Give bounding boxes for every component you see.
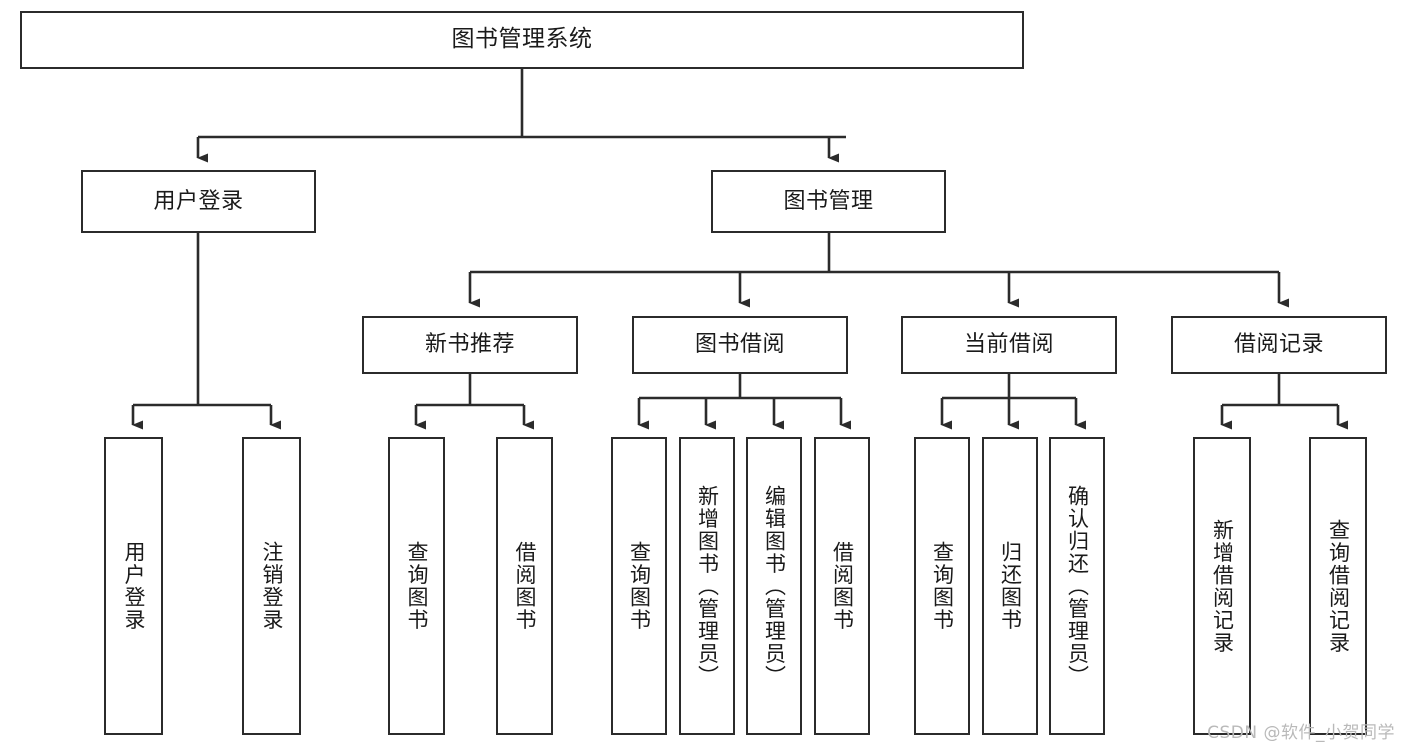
leaf-borrow-add-book-admin[interactable]: 新增图书（管理员） <box>679 437 735 735</box>
leaf-current-query-book[interactable]: 查询图书 <box>914 437 970 735</box>
node-label: 用户登录 <box>122 541 146 631</box>
leaf-user-login-login[interactable]: 用户登录 <box>104 437 163 735</box>
node-label: 新增借阅记录 <box>1210 518 1235 654</box>
node-current-borrow[interactable]: 当前借阅 <box>901 316 1117 374</box>
node-label: 当前借阅 <box>963 332 1054 358</box>
node-label: 查询图书 <box>405 541 429 631</box>
leaf-borrow-edit-book-admin[interactable]: 编辑图书（管理员） <box>746 437 802 735</box>
node-label: 确认归还（管理员） <box>1065 484 1090 688</box>
leaf-current-confirm-return-admin[interactable]: 确认归还（管理员） <box>1049 437 1105 735</box>
node-user-login[interactable]: 用户登录 <box>81 170 316 233</box>
node-label: 图书管理 <box>783 188 874 214</box>
node-label: 借阅图书 <box>830 541 855 631</box>
node-borrow-record[interactable]: 借阅记录 <box>1171 316 1387 374</box>
leaf-borrow-query-book[interactable]: 查询图书 <box>611 437 667 735</box>
node-label: 注销登录 <box>260 541 284 631</box>
node-root-system[interactable]: 图书管理系统 <box>20 11 1024 69</box>
leaf-record-add-record[interactable]: 新增借阅记录 <box>1193 437 1251 735</box>
csdn-watermark: CSDN @软件_小贺同学 <box>1207 723 1395 743</box>
leaf-user-login-logout[interactable]: 注销登录 <box>242 437 301 735</box>
node-label: 图书管理系统 <box>451 26 593 53</box>
node-label: 借阅图书 <box>513 541 537 631</box>
node-label: 编辑图书（管理员） <box>762 484 787 688</box>
node-label: 查询借阅记录 <box>1326 518 1351 654</box>
leaf-borrow-borrow-book[interactable]: 借阅图书 <box>814 437 870 735</box>
node-new-book-recommend[interactable]: 新书推荐 <box>362 316 578 374</box>
node-label: 新书推荐 <box>424 332 515 358</box>
leaf-record-query-record[interactable]: 查询借阅记录 <box>1309 437 1367 735</box>
node-label: 新增图书（管理员） <box>695 484 720 688</box>
node-label: 借阅记录 <box>1233 332 1324 358</box>
node-label: 图书借阅 <box>694 332 785 358</box>
node-label: 用户登录 <box>153 188 244 214</box>
leaf-current-return-book[interactable]: 归还图书 <box>982 437 1038 735</box>
node-label: 查询图书 <box>627 541 652 631</box>
node-book-management[interactable]: 图书管理 <box>711 170 946 233</box>
leaf-recommend-borrow-book[interactable]: 借阅图书 <box>496 437 553 735</box>
node-book-borrow[interactable]: 图书借阅 <box>632 316 848 374</box>
leaf-recommend-query-book[interactable]: 查询图书 <box>388 437 445 735</box>
node-label: 查询图书 <box>930 541 955 631</box>
node-label: 归还图书 <box>998 541 1023 631</box>
